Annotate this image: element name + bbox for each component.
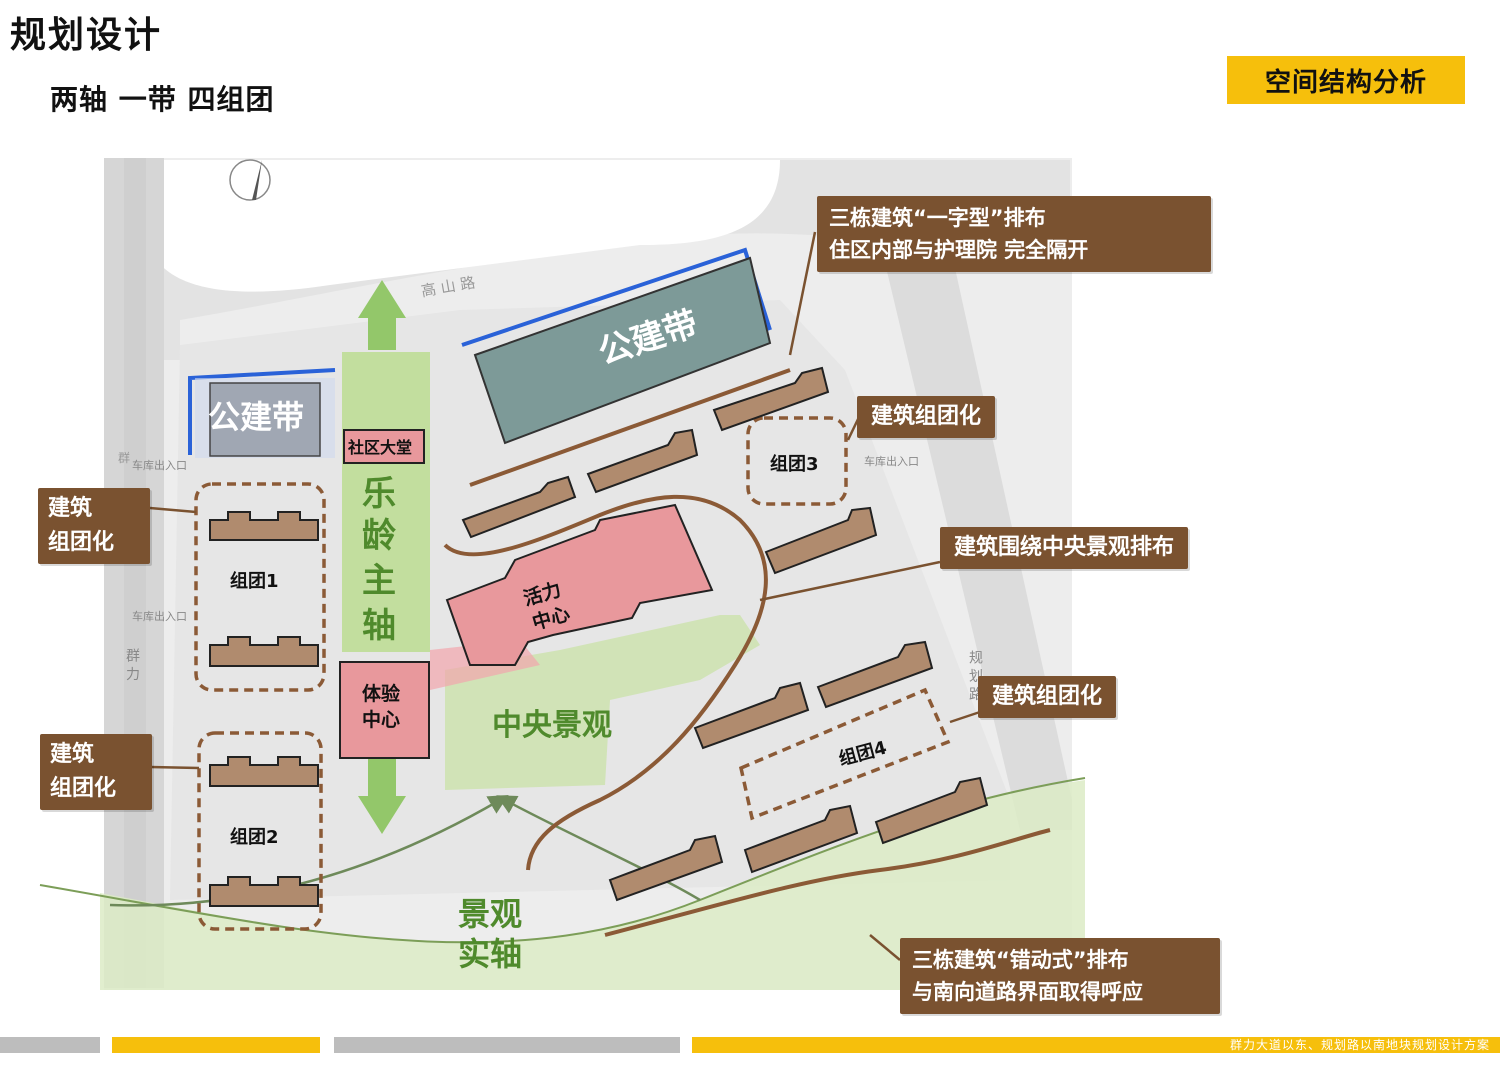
landscape-arrow-curve-left (109, 794, 509, 907)
residential-building (209, 636, 319, 667)
landscape-band (100, 780, 1085, 990)
residential-building (816, 640, 934, 709)
residential-building (693, 681, 810, 750)
main-axis-char-2: 龄 (362, 516, 396, 556)
residential-building (209, 876, 319, 907)
callout-west-upper: 建筑 组团化 (38, 488, 150, 564)
south-divider-line (604, 828, 1051, 937)
residential-building (608, 834, 724, 902)
section-tag: 空间结构分析 (1227, 56, 1465, 104)
landscape-axis-label-1: 景观 (458, 895, 522, 933)
circulation-path (443, 494, 768, 871)
residential-building (209, 511, 319, 541)
compass-needle-icon (252, 160, 262, 200)
leader-line-west-upper (149, 506, 197, 514)
public-belt-west-label: 公建带 (208, 398, 304, 436)
main-axis-char-3: 主 (362, 561, 396, 601)
residential-building (743, 804, 859, 874)
public-belt-west-building (209, 382, 321, 457)
landscape-arrow-curve-right (496, 795, 701, 902)
residential-building (461, 475, 577, 539)
main-axis-lower-strip (368, 758, 396, 798)
leader-line-central (759, 560, 941, 602)
central-landscape-label: 中央景观 (492, 708, 612, 743)
main-axis-arrow-north-icon (358, 280, 406, 350)
compass-icon (229, 159, 271, 201)
entrance-garage-east: 车库出入口 (864, 454, 919, 468)
callout-west-lower-line-2: 组团化 (50, 776, 117, 801)
road-label-qunli: 群 力 (124, 648, 140, 682)
leader-line-south (869, 934, 901, 961)
cluster-3-label: 组团3 (770, 453, 819, 475)
public-belt-north-building (473, 256, 772, 445)
callout-central: 建筑围绕中央景观排布 (940, 527, 1189, 569)
callout-west-lower-line-1: 建筑 (50, 742, 95, 767)
experience-center-label-2: 中心 (362, 708, 400, 731)
main-axis-char-4: 轴 (362, 606, 396, 646)
residential-building (586, 428, 699, 494)
callout-south-line-1: 三栋建筑“错动式”排布 (912, 948, 1129, 972)
footer-bar-1 (0, 1037, 100, 1053)
entrance-garage-west-1: 车库出入口 (132, 458, 187, 472)
entrance-garage-west-2: 车库出入口 (132, 609, 187, 623)
footer-bar-4 (692, 1037, 1500, 1053)
residential-building (874, 776, 989, 845)
cluster-4-outline (738, 687, 951, 821)
north-divider-line (469, 368, 791, 487)
community-hall (343, 429, 425, 464)
callout-top-right-line-1: 三栋建筑“一字型”排布 (829, 206, 1046, 230)
residential-building (209, 756, 319, 787)
west-road-inner (124, 158, 146, 988)
footer-bar-2 (112, 1037, 320, 1053)
main-axis-strip (342, 352, 430, 652)
cluster-2-label: 组团2 (230, 826, 279, 848)
callout-south-line-2: 与南向道路界面取得呼应 (912, 980, 1143, 1004)
callout-west-upper-line-1: 建筑 (48, 496, 93, 521)
public-belt-west-edge (188, 368, 336, 455)
cluster-1-label: 组团1 (230, 570, 279, 592)
callout-top-right-line-2: 住区内部与护理院 完全隔开 (829, 238, 1089, 262)
leader-line-top-right (788, 231, 817, 356)
north-road-blank (150, 160, 780, 292)
leader-line-cluster4 (949, 710, 981, 724)
callout-south: 三栋建筑“错动式”排布 与南向道路界面取得呼应 (900, 938, 1220, 1014)
residential-building (712, 366, 830, 432)
callout-cluster3: 建筑组团化 (857, 396, 996, 438)
road-label-qunli-top: 群 (118, 451, 130, 465)
cluster-3-outline (746, 416, 848, 506)
activity-center (445, 503, 714, 666)
leader-line-west-lower (149, 765, 200, 770)
cluster-2-outline (197, 731, 323, 931)
community-hall-label: 社区大堂 (347, 438, 412, 457)
callout-cluster4: 建筑组团化 (978, 676, 1117, 718)
cluster-1-outline (194, 482, 326, 692)
page-subtitle: 两轴 一带 四组团 (50, 83, 275, 116)
residential-building (764, 506, 878, 575)
footer-text: 群力大道以东、规划路以南地块规划设计方案 (1229, 1038, 1490, 1052)
footer-bar-3 (334, 1037, 680, 1053)
callout-west-upper-line-2: 组团化 (48, 530, 115, 555)
page-title: 规划设计 (10, 15, 163, 56)
experience-center (339, 661, 430, 759)
east-road (870, 200, 1072, 830)
callout-west-lower: 建筑 组团化 (40, 734, 152, 810)
main-axis-char-1: 乐 (362, 474, 396, 514)
landscape-axis-label-2: 实轴 (458, 935, 522, 973)
experience-center-label-1: 体验 (362, 682, 401, 705)
callout-top-right: 三栋建筑“一字型”排布 住区内部与护理院 完全隔开 (817, 196, 1211, 272)
